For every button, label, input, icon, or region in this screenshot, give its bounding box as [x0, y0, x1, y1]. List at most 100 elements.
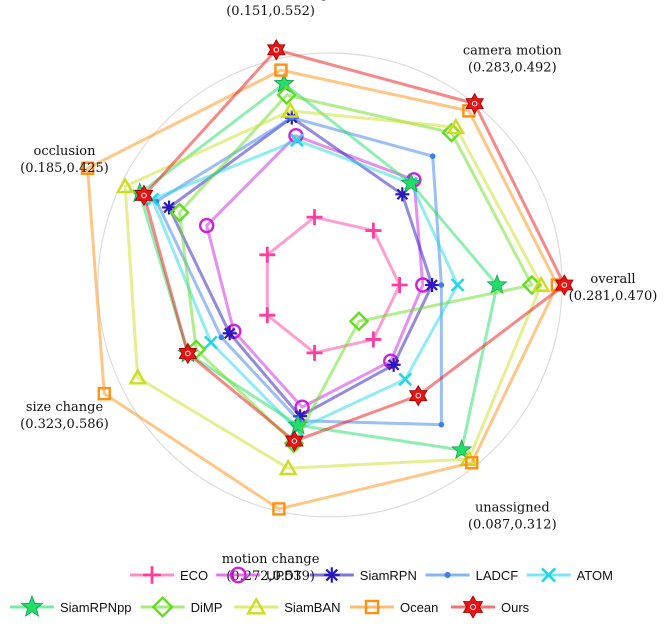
- legend-item-ocean: Ocean: [350, 599, 438, 615]
- legend-marker: [20, 594, 44, 617]
- data-point: [218, 334, 225, 341]
- axis-range: (0.185,0.425): [20, 161, 109, 176]
- data-point: [365, 222, 382, 239]
- data-point: [554, 274, 574, 296]
- data-point: [162, 200, 177, 215]
- data-point: [438, 421, 445, 428]
- data-point: [169, 202, 190, 223]
- data-point: [531, 275, 551, 292]
- axis-name: motion change: [222, 552, 320, 567]
- axis-range: (0.087,0.312): [468, 518, 557, 533]
- legend-label: LADCF: [476, 568, 519, 583]
- legend-item-siamrpn: SiamRPN: [309, 567, 417, 583]
- axis-label: size change (0.323,0.586): [20, 400, 109, 432]
- legend-marker: [246, 596, 267, 615]
- axis-label: overall (0.281,0.470): [569, 272, 658, 304]
- data-point: [451, 438, 473, 460]
- series-siamban: [115, 101, 551, 476]
- axis-name: unassigned: [475, 501, 550, 516]
- legend-label: SiamRPNpp: [60, 600, 132, 615]
- data-point: [274, 63, 288, 77]
- legend-item-ours: Ours: [451, 595, 530, 619]
- data-point: [128, 368, 148, 385]
- series-line: [167, 116, 434, 418]
- series-eco: [259, 209, 408, 361]
- axis-range: (0.281,0.470): [569, 289, 658, 304]
- legend-marker: [541, 567, 557, 583]
- data-point: [465, 456, 479, 470]
- legend-marker: [324, 567, 340, 583]
- axis-name: illumination change: [205, 0, 336, 2]
- legend-item-dimp: DiMP: [140, 595, 223, 619]
- data-point: [306, 209, 323, 226]
- legend-marker: [143, 566, 161, 584]
- axis-range: (0.323,0.586): [20, 417, 109, 432]
- data-point: [276, 84, 297, 106]
- legend-marker: [462, 595, 484, 619]
- data-point: [391, 277, 408, 293]
- data-point: [198, 217, 215, 234]
- series-ours: [134, 38, 574, 452]
- axis-label: camera motion (0.283,0.492): [463, 44, 563, 76]
- series-line: [138, 82, 499, 452]
- series-siamrpn: [162, 110, 440, 424]
- data-point: [306, 344, 323, 361]
- legend-label: Ocean: [400, 600, 438, 615]
- axis-label: unassigned (0.087,0.312): [468, 501, 557, 533]
- series-line: [265, 215, 402, 355]
- axis-name: camera motion: [463, 44, 563, 59]
- legend-label: UPDT: [266, 568, 301, 583]
- legend-label: DiMP: [191, 600, 223, 615]
- legend-item-eco: ECO: [130, 566, 208, 584]
- axis-range: (0.151,0.552): [226, 4, 315, 19]
- data-point: [259, 307, 276, 324]
- data-point: [386, 357, 401, 372]
- axis-label: motion change (0.272,0.539): [222, 552, 320, 584]
- axis-name: overall: [590, 272, 635, 287]
- data-point: [290, 133, 304, 148]
- series-line: [86, 68, 559, 511]
- legend-item-siamrpnpp: SiamRPNpp: [10, 594, 132, 617]
- data-point: [178, 342, 198, 365]
- axis-label: occlusion (0.185,0.425): [20, 144, 109, 176]
- data-point: [465, 92, 484, 115]
- data-point: [400, 172, 422, 193]
- series-line: [123, 109, 543, 470]
- data-point: [280, 101, 300, 118]
- data-point: [438, 282, 445, 288]
- data-point: [398, 372, 413, 387]
- data-point: [446, 117, 466, 135]
- data-point: [272, 502, 286, 516]
- legend-item-updt: UPDT: [216, 566, 302, 584]
- data-point: [115, 176, 135, 194]
- data-point: [222, 326, 237, 341]
- legend-marker: [229, 566, 247, 584]
- series-line: [150, 138, 460, 432]
- data-point: [425, 278, 440, 292]
- data-point: [408, 384, 428, 407]
- data-point: [365, 331, 382, 348]
- axis-name: occlusion: [34, 144, 97, 159]
- legend-item-ladcf: LADCF: [425, 568, 519, 583]
- legend-marker: [151, 595, 174, 619]
- legend-marker: [444, 571, 451, 579]
- data-point: [266, 38, 286, 61]
- legend-item-atom: ATOM: [526, 567, 613, 583]
- series-line: [142, 48, 566, 443]
- data-point: [97, 387, 111, 401]
- data-point: [450, 278, 465, 292]
- axis-range: (0.283,0.492): [468, 61, 557, 76]
- series-ocean: [80, 63, 565, 516]
- data-point: [259, 246, 276, 263]
- series-line: [178, 93, 534, 445]
- data-point: [80, 161, 95, 175]
- series-line: [155, 116, 443, 427]
- legend-marker: [364, 599, 380, 615]
- axis-range: (0.272,0.539): [226, 569, 315, 584]
- data-point: [134, 184, 154, 207]
- legend-label: ECO: [180, 568, 208, 583]
- data-point: [285, 430, 304, 452]
- axis-name: size change: [26, 400, 104, 415]
- data-point: [429, 153, 436, 160]
